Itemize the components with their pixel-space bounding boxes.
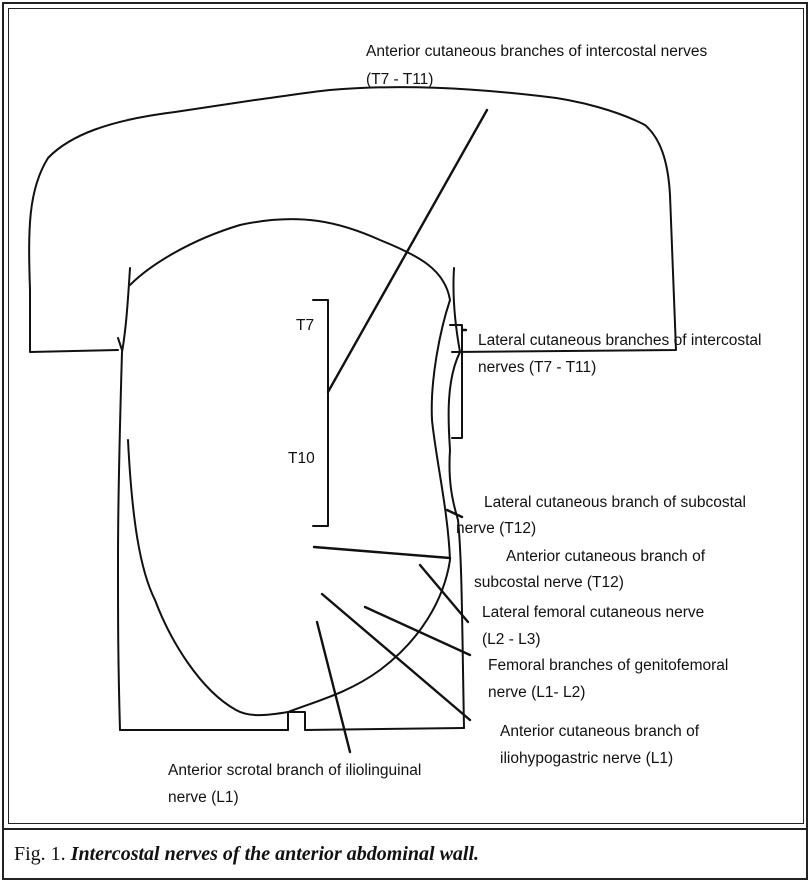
figure-caption: Fig. 1. Intercostal nerves of the anteri… <box>14 843 479 866</box>
pointer-anterior-subcostal <box>314 547 450 558</box>
label-lateral-subcostal-line1: Lateral cutaneous branch of subcostal <box>484 492 746 514</box>
label-lateral-femoral-line1: Lateral femoral cutaneous nerve <box>482 602 704 624</box>
label-lateral-subcostal-line2: nerve (T12) <box>456 518 536 540</box>
pointer-anterior-intercostal <box>328 110 487 392</box>
trunk-bottom-right <box>305 728 464 730</box>
label-lateral-intercostal-line2: nerves (T7 - T11) <box>478 357 596 379</box>
label-lateral-femoral-line2: (L2 - L3) <box>482 629 541 651</box>
caption-figure-number: Fig. 1. <box>14 843 66 865</box>
label-iliohypogastric-line1: Anterior cutaneous branch of <box>500 721 699 743</box>
label-t10: T10 <box>288 448 315 470</box>
pointer-iliohypogastric <box>322 594 470 720</box>
label-t7: T7 <box>296 315 314 337</box>
left-armpit <box>118 338 122 350</box>
dermatome-bracket <box>313 300 328 526</box>
label-genitofemoral-line1: Femoral branches of genitofemoral <box>488 655 728 677</box>
label-ilioinguinal-line2: nerve (L1) <box>168 787 239 809</box>
trunk-left-side <box>118 268 130 730</box>
label-anterior-intercostal-line1: Anterior cutaneous branches of intercost… <box>366 41 707 63</box>
inner-left-curve <box>128 440 288 715</box>
scrotum-gap <box>288 712 305 730</box>
pointer-ilioinguinal <box>317 622 350 752</box>
label-lateral-intercostal-line1: Lateral cutaneous branches of intercosta… <box>478 330 761 352</box>
label-anterior-intercostal-line2: (T7 - T11) <box>366 69 433 91</box>
caption-title: Intercostal nerves of the anterior abdom… <box>71 843 479 865</box>
label-ilioinguinal-line1: Anterior scrotal branch of iliolinguinal <box>168 760 421 782</box>
label-genitofemoral-line2: nerve (L1- L2) <box>488 682 585 704</box>
label-anterior-subcostal-line2: subcostal nerve (T12) <box>474 572 624 594</box>
label-iliohypogastric-line2: iliohypogastric nerve (L1) <box>500 748 673 770</box>
label-anterior-subcostal-line1: Anterior cutaneous branch of <box>506 546 705 568</box>
pointer-genitofemoral <box>365 607 470 655</box>
